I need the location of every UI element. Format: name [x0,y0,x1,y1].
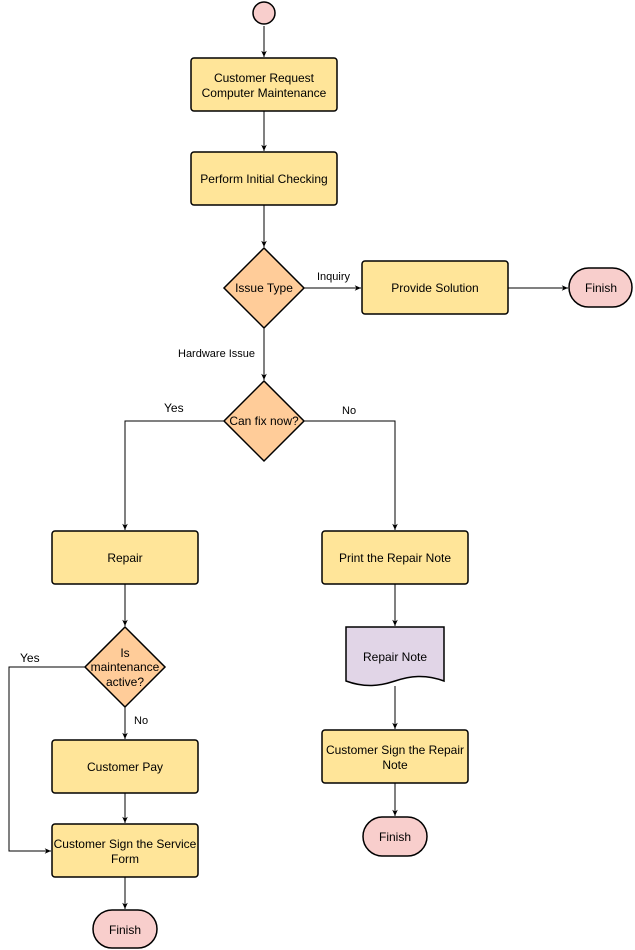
edges [8,26,568,909]
node-sign-service-form-line2: Form [111,852,139,866]
node-finish-inquiry[interactable]: Finish [568,267,633,308]
node-maintenance-active-line1: Is [120,646,129,660]
node-sign-service-form-line1: Customer Sign the Service [54,837,197,851]
edge-can-fix-to-print-note [304,420,398,530]
edge-label-fix-no: No [342,405,356,417]
node-repair-label: Repair [107,551,142,565]
node-sign-repair-note-line2: Note [382,758,408,772]
node-repair-note-document[interactable]: Repair Note [345,626,445,687]
node-can-fix-now[interactable]: Can fix now? [222,379,306,463]
node-issue-type[interactable]: Issue Type [222,246,306,330]
edge-maintenance-to-sign-service [8,666,85,854]
node-finish-service-label: Finish [109,923,141,937]
node-issue-type-label: Issue Type [235,281,293,295]
node-initial-checking[interactable]: Perform Initial Checking [190,151,338,206]
node-sign-repair-note[interactable]: Customer Sign the Repair Note [321,729,469,784]
node-provide-solution[interactable]: Provide Solution [361,260,509,315]
node-customer-request[interactable]: Customer Request Computer Maintenance [190,57,338,112]
node-maintenance-active-line2: maintenance [91,660,160,674]
node-can-fix-now-label: Can fix now? [229,414,299,428]
node-provide-solution-label: Provide Solution [391,281,478,295]
edge-labels: Inquiry Hardware Issue Yes No Yes No [20,271,356,727]
node-customer-request-line1: Customer Request [214,71,315,85]
node-sign-service-form[interactable]: Customer Sign the Service Form [51,823,199,878]
edge-label-maint-no: No [134,715,148,727]
node-finish-repair[interactable]: Finish [362,816,428,857]
node-repair-note-label: Repair Note [363,650,427,664]
node-maintenance-active-line3: active? [106,675,144,689]
node-initial-checking-label: Perform Initial Checking [200,172,327,186]
start-node[interactable] [252,1,276,25]
node-print-repair-note-label: Print the Repair Note [339,551,451,565]
edge-label-fix-yes: Yes [164,401,184,415]
node-finish-repair-label: Finish [379,830,411,844]
node-customer-request-line2: Computer Maintenance [202,86,327,100]
node-repair[interactable]: Repair [51,530,199,585]
edge-label-hardware-issue: Hardware Issue [178,348,255,360]
nodes: Customer Request Computer Maintenance Pe… [51,1,633,949]
node-maintenance-active[interactable]: Is maintenance active? [83,625,167,709]
edge-can-fix-to-repair [122,420,224,530]
node-finish-inquiry-label: Finish [585,281,617,295]
node-customer-pay-label: Customer Pay [87,760,163,774]
node-sign-repair-note-line1: Customer Sign the Repair [326,743,464,757]
edge-label-inquiry: Inquiry [317,271,351,283]
node-finish-service[interactable]: Finish [92,909,158,949]
node-customer-pay[interactable]: Customer Pay [51,739,199,794]
node-print-repair-note[interactable]: Print the Repair Note [321,530,469,585]
edge-label-maint-yes: Yes [20,651,40,665]
